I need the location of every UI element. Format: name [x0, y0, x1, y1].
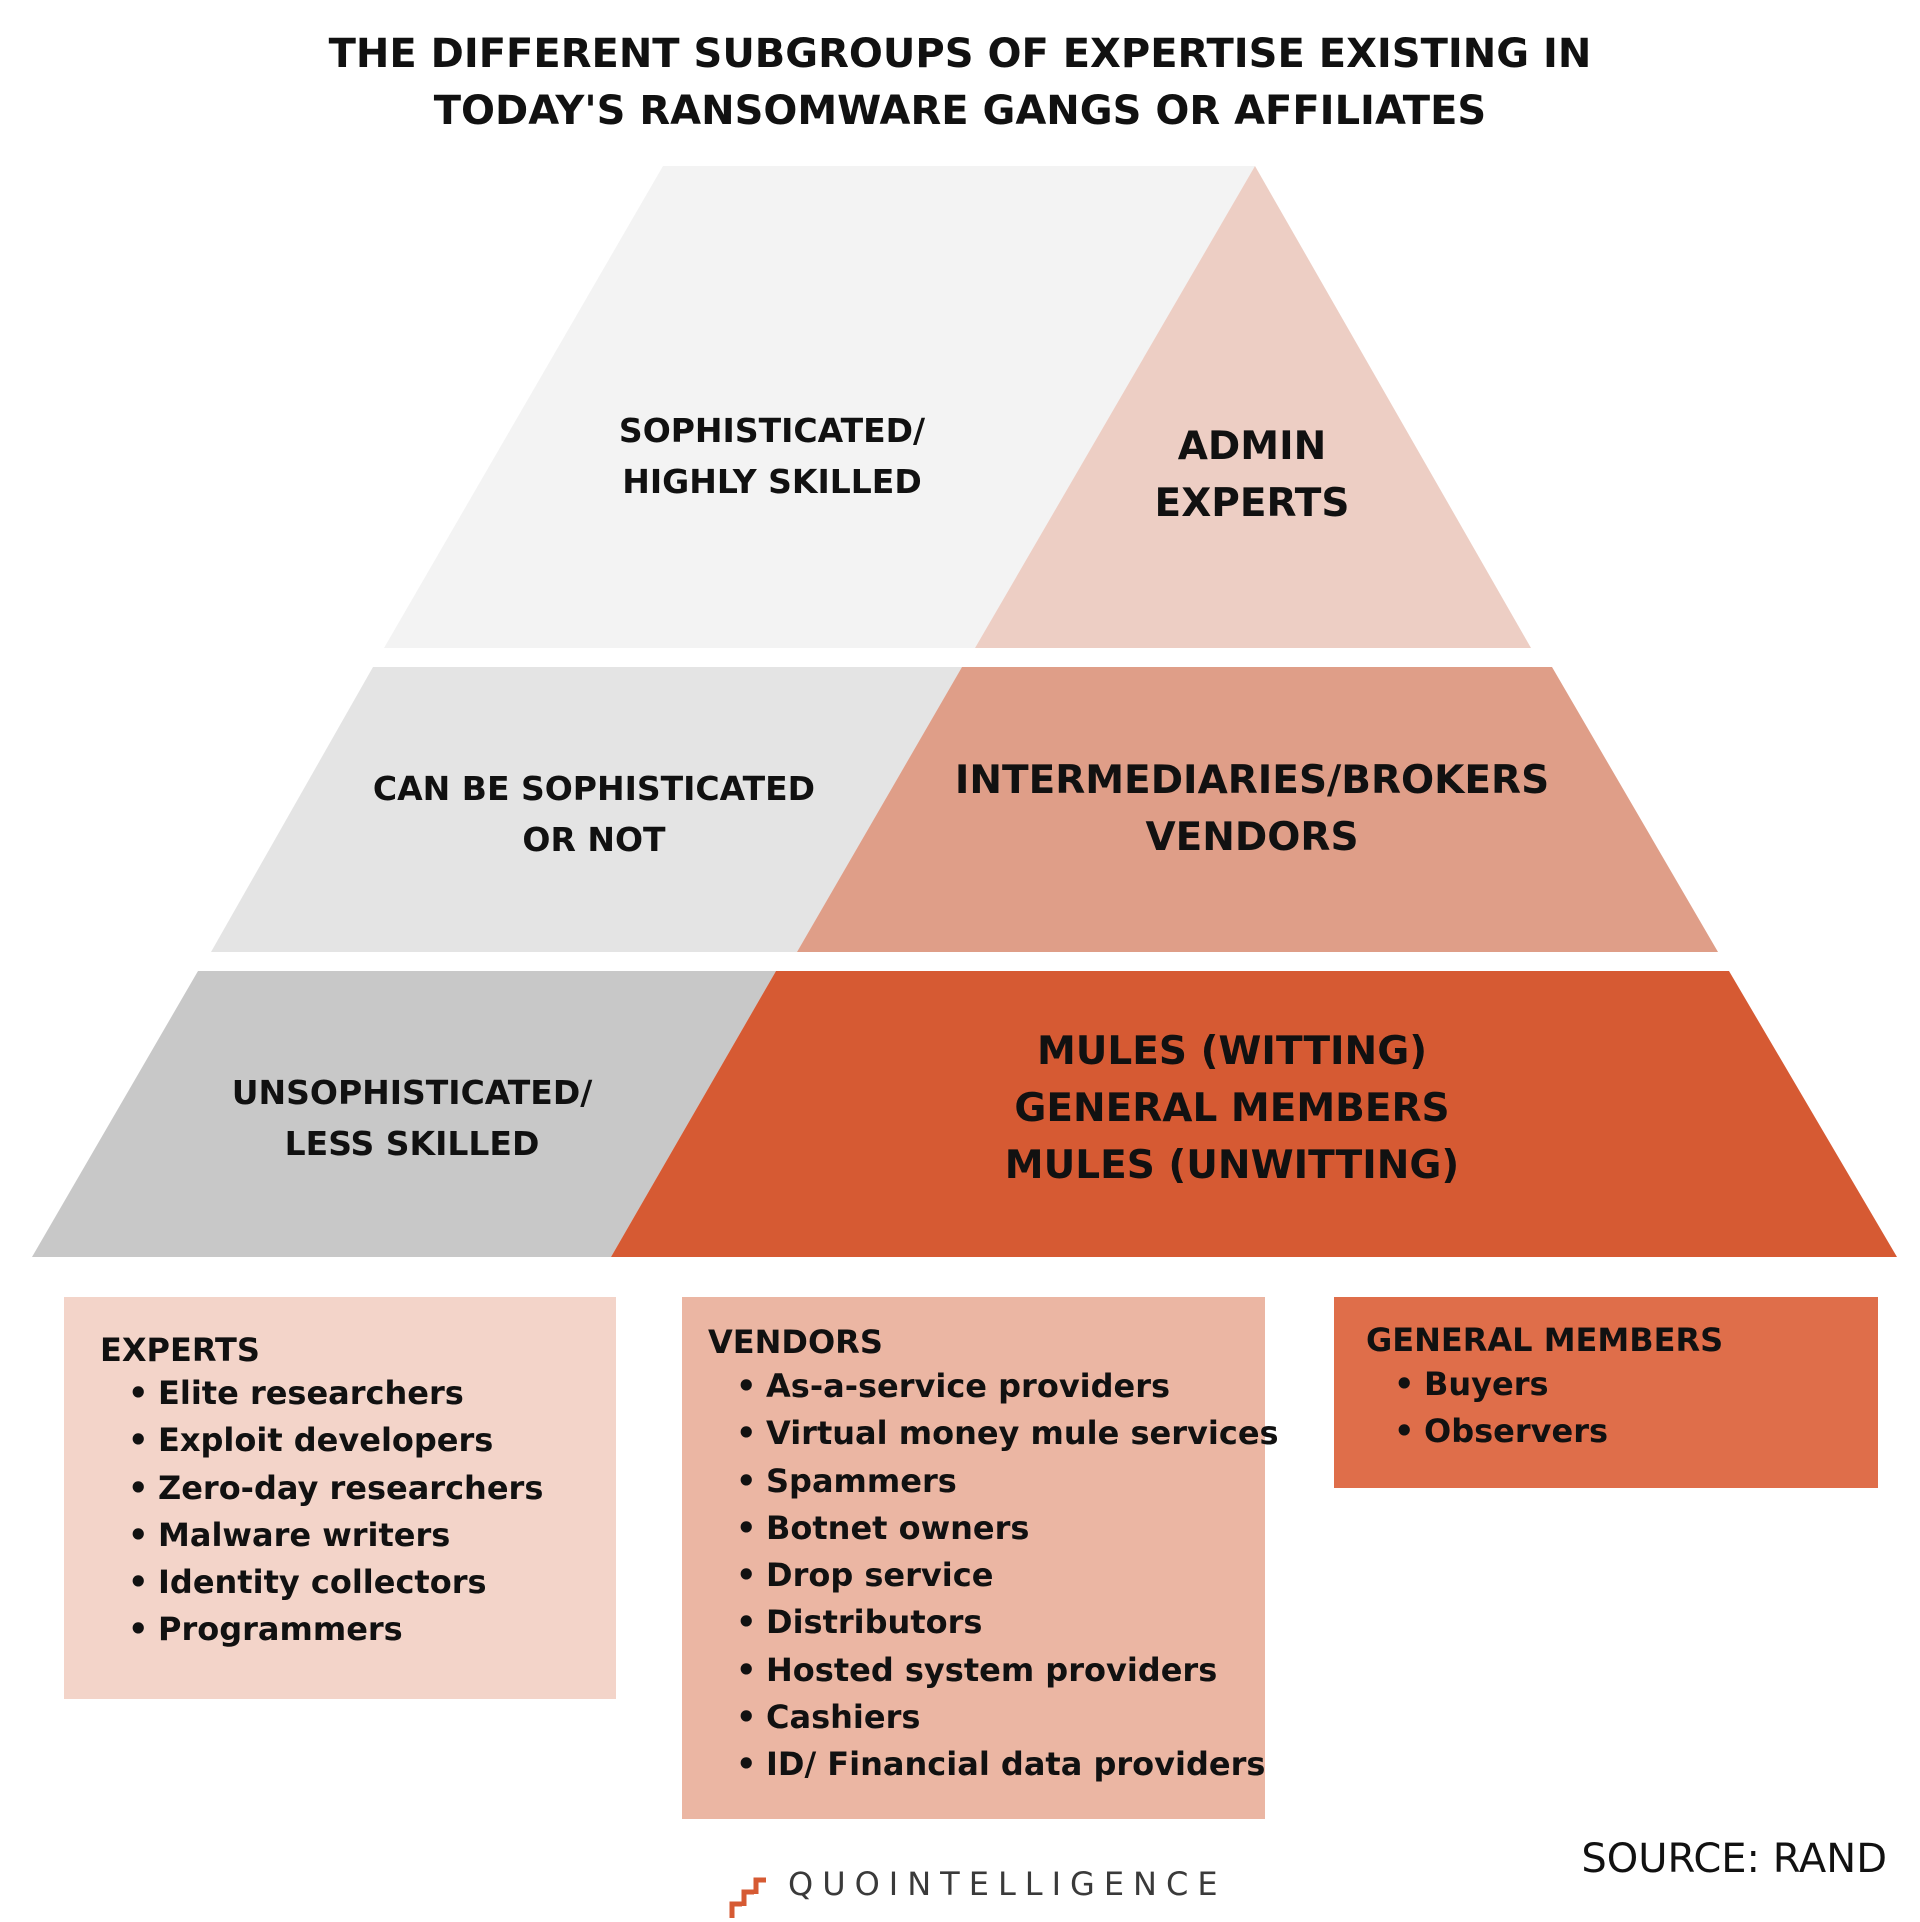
tier1-role-line-2: EXPERTS: [1154, 481, 1350, 526]
tier2-skill-line-2: OR NOT: [522, 820, 666, 859]
pyramid: [32, 166, 1897, 1257]
tier2-skill-label: CAN BE SOPHISTICATED OR NOT: [339, 763, 849, 865]
bullet-icon: •: [736, 1414, 757, 1453]
tier1-skill-line-2: HIGHLY SKILLED: [622, 462, 922, 501]
page-title: THE DIFFERENT SUBGROUPS OF EXPERTISE EXI…: [0, 26, 1920, 140]
bullet-icon: •: [128, 1421, 149, 1460]
tier3-skill-line-2: LESS SKILLED: [284, 1124, 540, 1163]
tier2-left-segment: [211, 667, 962, 952]
vendors-list: •As-a-service providers •Virtual money m…: [736, 1363, 1279, 1789]
tier2-role-line-1: INTERMEDIARIES/BROKERS: [954, 758, 1550, 803]
list-item: •Spammers: [736, 1458, 1279, 1505]
list-item: •ID/ Financial data providers: [736, 1741, 1279, 1788]
list-item: •Drop service: [736, 1552, 1279, 1599]
list-item: •Buyers: [1394, 1361, 1608, 1408]
list-item: •Observers: [1394, 1408, 1608, 1455]
list-item: •Botnet owners: [736, 1505, 1279, 1552]
experts-box: EXPERTS •Elite researchers •Exploit deve…: [64, 1297, 616, 1699]
bullet-icon: •: [736, 1698, 757, 1737]
tier3-skill-line-1: UNSOPHISTICATED/: [231, 1073, 593, 1112]
tier3-role-label: MULES (WITTING) GENERAL MEMBERS MULES (U…: [952, 1023, 1512, 1194]
tier1-role-line-1: ADMIN: [1177, 424, 1327, 469]
list-item: •Cashiers: [736, 1694, 1279, 1741]
bullet-icon: •: [128, 1515, 149, 1554]
bullet-icon: •: [128, 1468, 149, 1507]
tier2-role-line-2: VENDORS: [1145, 815, 1359, 860]
vendors-box-title: VENDORS: [708, 1323, 883, 1361]
bullet-icon: •: [736, 1603, 757, 1642]
list-item: •Virtual money mule services: [736, 1410, 1279, 1457]
list-item: •Hosted system providers: [736, 1647, 1279, 1694]
title-line-2: TODAY'S RANSOMWARE GANGS OR AFFILIATES: [433, 88, 1487, 134]
bullet-icon: •: [736, 1650, 757, 1689]
general-members-box: GENERAL MEMBERS •Buyers •Observers: [1334, 1297, 1878, 1488]
bullet-icon: •: [128, 1563, 149, 1602]
list-item: •Zero-day researchers: [128, 1465, 543, 1512]
bullet-icon: •: [128, 1374, 149, 1412]
vendors-box: VENDORS •As-a-service providers •Virtual…: [682, 1297, 1279, 1819]
list-item: •Identity collectors: [128, 1559, 543, 1606]
bullet-icon: •: [736, 1367, 757, 1405]
general-members-box-title: GENERAL MEMBERS: [1366, 1321, 1724, 1359]
list-item: •Exploit developers: [128, 1417, 543, 1464]
source-credit: SOURCE: RAND: [1581, 1836, 1887, 1882]
bullet-icon: •: [736, 1745, 757, 1784]
experts-box-title: EXPERTS: [100, 1331, 260, 1369]
tier3-role-line-1: MULES (WITTING): [1036, 1029, 1428, 1074]
list-item: •Malware writers: [128, 1512, 543, 1559]
experts-list: •Elite researchers •Exploit developers •…: [128, 1370, 543, 1654]
bullet-icon: •: [736, 1556, 757, 1595]
quointelligence-logo-icon: [729, 1877, 766, 1918]
general-members-list: •Buyers •Observers: [1394, 1361, 1608, 1456]
tier1-role-label: ADMIN EXPERTS: [1102, 418, 1402, 532]
bullet-icon: •: [1394, 1365, 1415, 1403]
tier1-skill-label: SOPHISTICATED/ HIGHLY SKILLED: [572, 405, 972, 507]
bullet-icon: •: [736, 1508, 757, 1547]
tier3-right-segment: [611, 971, 1897, 1257]
tier2-skill-line-1: CAN BE SOPHISTICATED: [372, 769, 816, 808]
tier1-right-segment: [975, 166, 1531, 648]
tier3-role-line-2: GENERAL MEMBERS: [1014, 1086, 1450, 1131]
tier2-role-label: INTERMEDIARIES/BROKERS VENDORS: [932, 752, 1572, 866]
title-line-1: THE DIFFERENT SUBGROUPS OF EXPERTISE EXI…: [328, 31, 1592, 77]
list-item: •As-a-service providers: [736, 1363, 1279, 1410]
bullet-icon: •: [128, 1610, 149, 1649]
tier3-skill-label: UNSOPHISTICATED/ LESS SKILLED: [182, 1067, 642, 1169]
tier2-right-segment: [797, 667, 1718, 952]
list-item: •Programmers: [128, 1606, 543, 1653]
list-item: •Distributors: [736, 1599, 1279, 1646]
tier3-role-line-3: MULES (UNWITTING): [1004, 1143, 1460, 1188]
logo-wordmark: QUOINTELLIGENCE: [788, 1865, 1227, 1903]
bullet-icon: •: [1394, 1412, 1415, 1451]
bullet-icon: •: [736, 1461, 757, 1500]
tier1-skill-line-1: SOPHISTICATED/: [618, 411, 926, 450]
tier3-left-segment: [32, 971, 776, 1257]
tier1-left-segment: [384, 166, 1255, 648]
list-item: •Elite researchers: [128, 1370, 543, 1417]
